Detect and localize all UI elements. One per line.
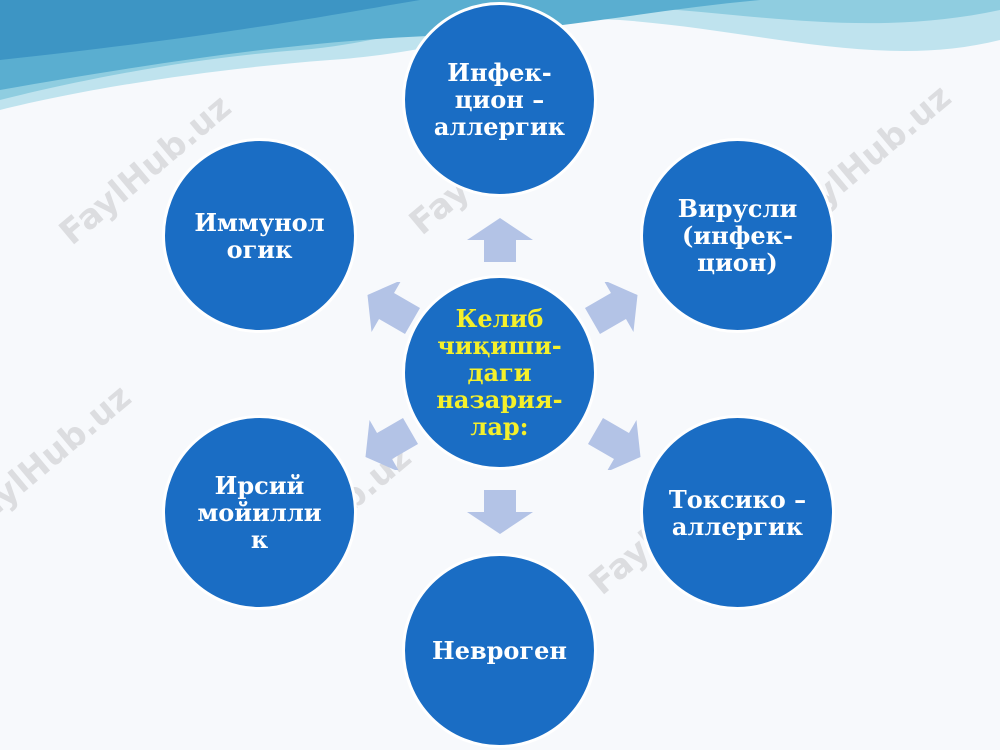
node-bottom: Невроген bbox=[402, 553, 597, 748]
node-top: Инфек- цион – аллергик bbox=[402, 2, 597, 197]
node-upper-left: Иммунол огик bbox=[162, 138, 357, 333]
center-node-label: Келиб чиқиши- даги назария- лар: bbox=[436, 304, 563, 441]
node-lower-right: Токсико – аллергик bbox=[640, 415, 835, 610]
arrow-lower-right-icon bbox=[588, 418, 641, 470]
arrow-up-icon bbox=[467, 218, 533, 262]
node-upper-left-label: Иммунол огик bbox=[194, 207, 325, 264]
node-bottom-label: Невроген bbox=[432, 636, 567, 665]
node-top-label: Инфек- цион – аллергик bbox=[433, 58, 566, 141]
arrow-lower-left-icon bbox=[365, 418, 418, 470]
node-lower-left: Ирсий мойилли к bbox=[162, 415, 357, 610]
node-lower-left-label: Ирсий мойилли к bbox=[197, 471, 322, 554]
header-wave-decoration bbox=[0, 0, 1000, 110]
watermark-text: FaylHub.uz bbox=[0, 376, 140, 544]
node-upper-right-label: Вирусли (инфек- цион) bbox=[677, 194, 798, 277]
node-lower-right-label: Токсико – аллергик bbox=[668, 484, 807, 541]
center-node: Келиб чиқиши- даги назария- лар: bbox=[402, 275, 597, 470]
node-upper-right: Вирусли (инфек- цион) bbox=[640, 138, 835, 333]
arrow-upper-left-icon bbox=[367, 282, 420, 334]
arrow-upper-right-icon bbox=[585, 282, 638, 334]
arrow-down-icon bbox=[467, 490, 533, 534]
